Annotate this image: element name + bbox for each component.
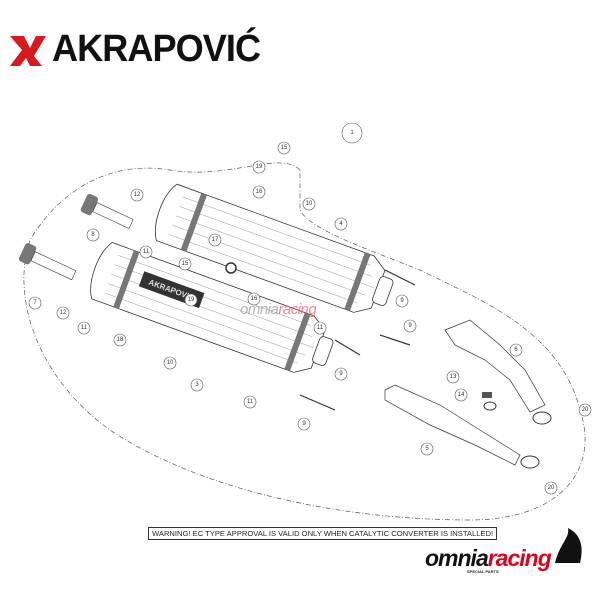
svg-text:15: 15 <box>182 261 189 267</box>
callout-11: 11 <box>313 321 327 335</box>
callout-9: 9 <box>334 367 348 381</box>
svg-text:9: 9 <box>400 298 404 304</box>
svg-text:6: 6 <box>514 347 518 353</box>
callout-5: 5 <box>420 442 434 456</box>
svg-text:13: 13 <box>450 374 457 380</box>
spring-3 <box>334 339 361 356</box>
clamp-20b <box>520 455 540 469</box>
svg-text:3: 3 <box>195 382 199 388</box>
svg-text:14: 14 <box>458 392 465 398</box>
callout-12: 12 <box>130 188 144 202</box>
spring-2 <box>379 334 411 346</box>
link-pipe-6 <box>444 319 546 413</box>
callout-7: 7 <box>28 296 42 310</box>
svg-text:8: 8 <box>91 232 95 238</box>
svg-text:11: 11 <box>81 325 88 331</box>
svg-text:11: 11 <box>247 399 254 405</box>
callout-19: 19 <box>252 160 266 174</box>
svg-text:20: 20 <box>582 407 589 413</box>
callout-16: 16 <box>247 292 261 306</box>
callout-16: 16 <box>252 185 266 199</box>
svg-text:9: 9 <box>339 371 343 377</box>
callout-15: 15 <box>178 257 192 271</box>
muffler-upper <box>155 183 394 313</box>
end-cap-7 <box>18 243 77 281</box>
svg-text:11: 11 <box>143 249 150 255</box>
callout-20: 20 <box>578 403 592 417</box>
svg-text:17: 17 <box>212 237 219 243</box>
callout-8: 8 <box>86 228 100 242</box>
callout-6: 6 <box>509 343 523 357</box>
callout-11: 11 <box>243 395 257 409</box>
svg-text:5: 5 <box>425 446 429 452</box>
callout-10: 10 <box>163 356 177 370</box>
clamp-20a <box>532 411 552 425</box>
svg-text:15: 15 <box>281 145 288 151</box>
callout-9: 9 <box>403 319 417 333</box>
callout-18: 18 <box>113 333 127 347</box>
bracket-13 <box>482 392 492 398</box>
link-pipe-5 <box>384 384 521 466</box>
svg-text:12: 12 <box>134 192 141 198</box>
svg-text:10: 10 <box>306 201 313 207</box>
omniaracing-watermark: omniaracing <box>240 301 317 318</box>
griffin-icon <box>555 528 582 563</box>
callout-20: 20 <box>544 481 558 495</box>
warning-note: WARNING! EC TYPE APPROVAL IS VALID ONLY … <box>148 527 498 540</box>
spring-1 <box>384 269 416 286</box>
callout-13: 13 <box>446 370 460 384</box>
callout-15: 15 <box>277 141 291 155</box>
callout-19: 19 <box>184 293 198 307</box>
spring-4 <box>299 394 336 411</box>
callout-3: 3 <box>190 378 204 392</box>
akrapovic-logo: AKRAPOVIĆ <box>8 28 271 71</box>
callout-1: 1 <box>341 122 363 144</box>
akrapovic-scorpion-icon <box>10 35 46 66</box>
svg-text:9: 9 <box>408 323 412 329</box>
svg-text:20: 20 <box>548 485 555 491</box>
svg-text:19: 19 <box>256 164 263 170</box>
callout-10: 10 <box>302 197 316 211</box>
callout-9: 9 <box>297 417 311 431</box>
callout-11: 11 <box>77 321 91 335</box>
callout-4: 4 <box>334 217 348 231</box>
svg-text:16: 16 <box>256 189 263 195</box>
svg-text:12: 12 <box>60 310 67 316</box>
callout-11: 11 <box>139 245 153 259</box>
omniaracing-logo: omniaracing SPECIAL PARTS <box>425 528 582 574</box>
brand-name: AKRAPOVIĆ <box>52 28 261 70</box>
callout-14: 14 <box>454 388 468 402</box>
svg-text:11: 11 <box>317 325 324 331</box>
callout-12: 12 <box>56 306 70 320</box>
washer-17 <box>225 262 237 274</box>
grommet-14 <box>483 401 497 411</box>
svg-text:9: 9 <box>302 421 306 427</box>
svg-text:7: 7 <box>33 300 37 306</box>
end-cap-8 <box>80 193 134 229</box>
svg-text:4: 4 <box>339 221 343 227</box>
svg-text:10: 10 <box>167 360 174 366</box>
callout-9: 9 <box>395 294 409 308</box>
svg-text:1: 1 <box>350 130 354 136</box>
svg-text:19: 19 <box>188 297 195 303</box>
kit-boundary <box>23 162 586 521</box>
svg-text:18: 18 <box>117 337 124 343</box>
svg-text:16: 16 <box>251 296 258 302</box>
callout-17: 17 <box>208 233 222 247</box>
